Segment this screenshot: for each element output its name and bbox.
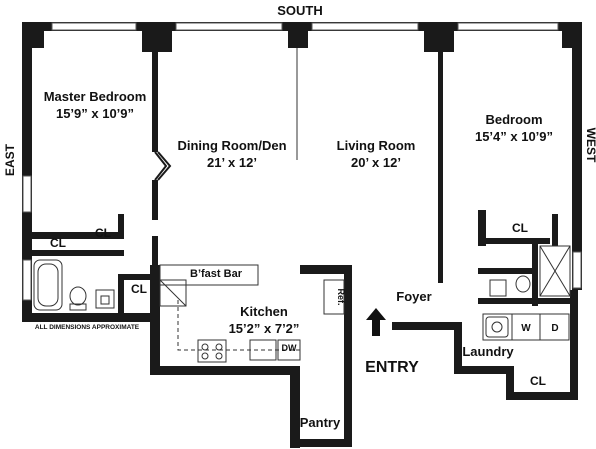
labels: SOUTH EAST WEST Master Bedroom 15’9” x 1… [3,3,596,430]
disclaimer: ALL DIMENSIONS APPROXIMATE [35,324,140,331]
closet-label: CL [131,282,147,296]
compass-east: EAST [3,143,17,176]
kitchen-size: 15’2” x 7’2” [229,321,300,336]
compass-west: WEST [584,128,596,163]
foyer-label: Foyer [396,289,431,304]
closet-label: CL [95,226,111,240]
dryer-label: D [551,323,558,334]
closet-label: CL [512,221,528,235]
compass-south: SOUTH [277,3,323,18]
kitchen-name: Kitchen [240,304,288,319]
fixtures [33,245,571,363]
laundry-label: Laundry [462,344,514,359]
dishwasher-label: DW [282,343,297,353]
closet-label: CL [50,236,66,250]
bedroom-name: Bedroom [485,112,542,127]
entry-label: ENTRY [365,359,419,376]
bfast-bar-label: B’fast Bar [190,268,243,280]
dining-room-size: 21’ x 12’ [207,155,257,170]
bedroom-size: 15’4” x 10’9” [475,129,553,144]
washer-label: W [521,323,531,334]
closet-label: CL [530,374,546,388]
dining-room-name: Dining Room/Den [177,138,286,153]
pantry-label: Pantry [300,415,341,430]
exterior-walls [22,22,582,448]
living-room-size: 20’ x 12’ [351,155,401,170]
master-bedroom-name: Master Bedroom [44,89,147,104]
fridge-label: Ref. [336,288,346,305]
living-room-name: Living Room [337,138,416,153]
interior-walls [32,48,578,341]
windows [22,22,582,301]
master-bedroom-size: 15’9” x 10’9” [56,106,134,121]
